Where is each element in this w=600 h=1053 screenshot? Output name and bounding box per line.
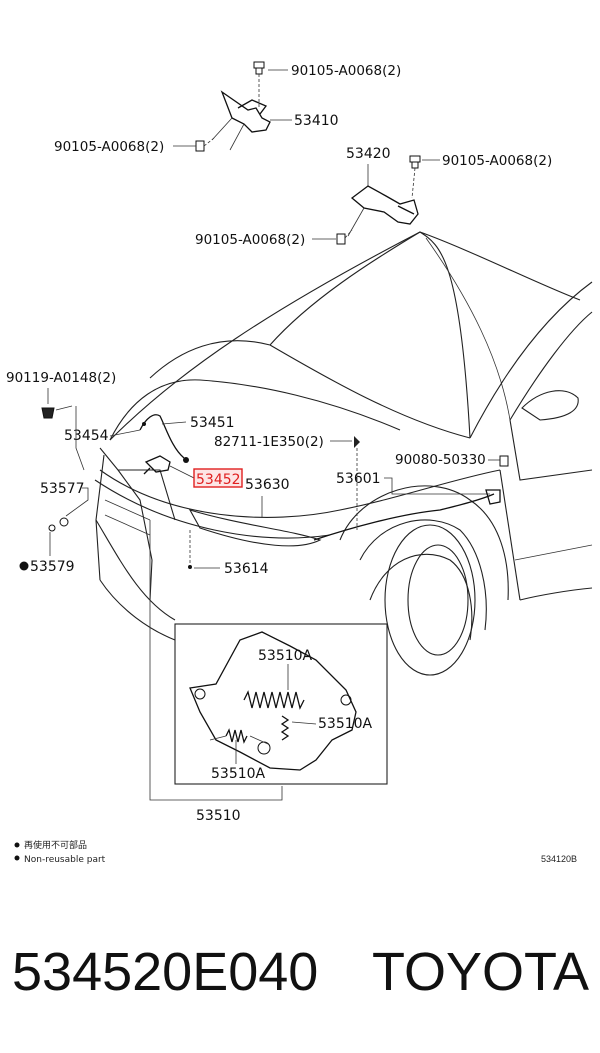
hood-lock-assembly-53510[interactable] [189, 631, 357, 771]
bolt-top-icon [253, 61, 265, 75]
legend-en: Non-reusable part [24, 855, 106, 865]
stopper-53577-icon [48, 517, 69, 532]
label-clip-90119: 90119-A0148(2) [6, 370, 116, 386]
label-53510A-3: 53510A [211, 766, 266, 782]
label-53510A-1: 53510A [258, 648, 313, 664]
lock-rod-53601[interactable] [313, 489, 501, 541]
diagram-code: 534120B [541, 854, 577, 864]
label-53510A-2: 53510A [318, 716, 373, 732]
label-bolt-left: 90105-A0068(2) [54, 139, 164, 155]
bolt-left-icon [195, 137, 215, 152]
label-53577: 53577 [40, 481, 85, 497]
label-bolt-top: 90105-A0068(2) [291, 63, 401, 79]
release-cable-53451[interactable] [139, 414, 189, 463]
label-53630: 53630 [245, 477, 290, 493]
label-53579: 53579 [30, 559, 75, 575]
highlight-box-53452 [193, 468, 243, 488]
label-bolt-mid: 90105-A0068(2) [195, 232, 305, 248]
label-53452-highlighted[interactable]: 53452 [196, 472, 241, 488]
caption-part-number: 534520E040 [12, 942, 318, 1002]
hood-hinge-53410[interactable] [211, 90, 271, 151]
vehicle-outline [94, 231, 593, 676]
hood-hinge-53420[interactable] [347, 185, 419, 237]
label-53510: 53510 [196, 808, 241, 824]
label-53451: 53451 [190, 415, 235, 431]
label-53410: 53410 [294, 113, 339, 129]
bolt-right-icon [409, 155, 421, 169]
latch-support-53452[interactable] [143, 455, 171, 475]
clip-90119-icon [41, 388, 73, 419]
label-53601: 53601 [336, 471, 381, 487]
label-53454: 53454 [64, 428, 109, 444]
label-clip-90080: 90080-50330 [395, 452, 486, 468]
label-53420: 53420 [346, 146, 391, 162]
non-reusable-dot-icon [19, 561, 29, 571]
bolt-mid-icon [336, 229, 353, 245]
label-bolt-right: 90105-A0068(2) [442, 153, 552, 169]
caption-brand: TOYOTA [372, 942, 589, 1002]
clip-90080-icon [499, 455, 509, 467]
pin-82711-icon [354, 436, 360, 530]
label-pin-82711: 82711-1E350(2) [214, 434, 324, 450]
label-53614: 53614 [224, 561, 269, 577]
legend: 再使用不可部品 Non-reusable part [14, 839, 106, 865]
legend-jp: 再使用不可部品 [24, 839, 87, 851]
